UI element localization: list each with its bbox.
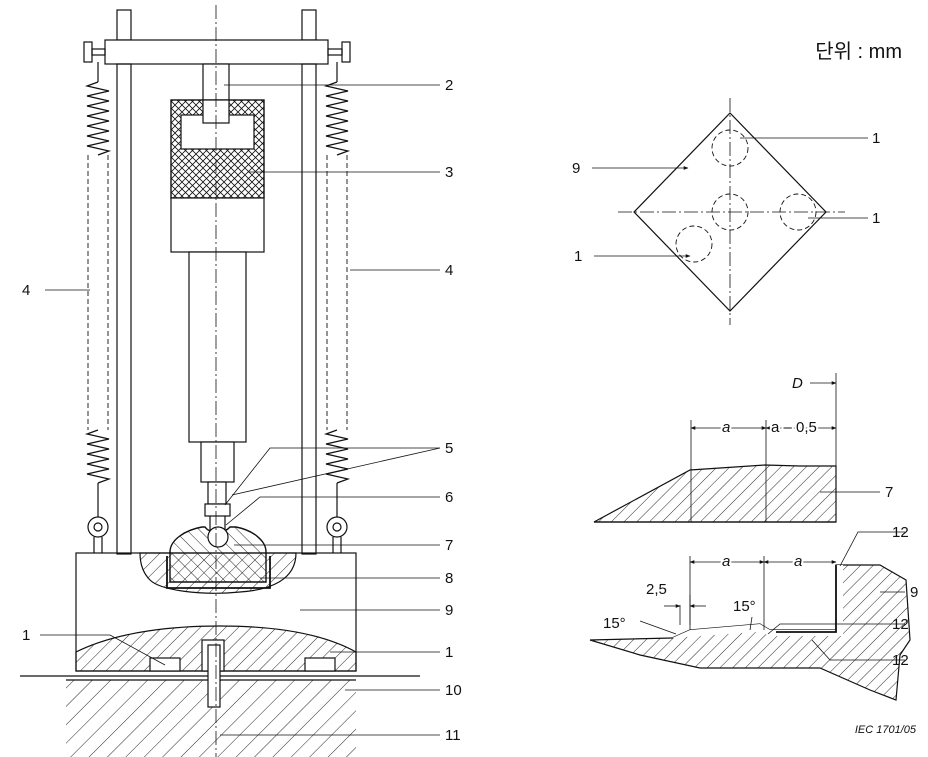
detail-lower	[589, 531, 911, 701]
locating-pin	[207, 644, 221, 708]
callout-4-left: 4	[22, 282, 30, 299]
callout-2: 2	[445, 77, 453, 94]
callout-6: 6	[445, 489, 453, 506]
weight-body	[170, 197, 265, 253]
left-spring	[84, 62, 112, 553]
callout-1-left: 1	[22, 627, 30, 644]
left-post-top	[116, 9, 132, 41]
angle-right: 15°	[733, 598, 756, 615]
callout-4-right: 4	[445, 262, 453, 279]
ball	[207, 526, 229, 548]
crossbar	[104, 39, 329, 65]
diamond-plate	[633, 112, 827, 312]
iec-credit: IEC 1701/05	[855, 724, 917, 736]
detail-holder	[589, 564, 911, 701]
main-apparatus-view	[20, 5, 441, 757]
top-callout-1-upper: 1	[872, 130, 880, 147]
dim-D: D	[792, 375, 803, 392]
detail-callout-12-top: 12	[892, 524, 909, 541]
left-knob	[83, 41, 93, 63]
dim-a-minus: a – 0,5	[771, 419, 817, 436]
top-callout-1-right: 1	[872, 210, 880, 227]
right-spring	[323, 62, 351, 553]
callout-11: 11	[445, 727, 461, 744]
callout-5: 5	[445, 440, 453, 457]
detail-callout-12-mid: 12	[892, 616, 909, 633]
left-column	[116, 63, 132, 555]
callout-1-right: 1	[445, 644, 453, 661]
top-view	[592, 98, 868, 325]
plunger	[188, 251, 247, 443]
units-label: 단위 : mm	[815, 40, 902, 63]
callout-9: 9	[445, 602, 453, 619]
callout-8: 8	[445, 570, 453, 587]
right-column	[301, 63, 317, 555]
right-knob	[341, 41, 351, 63]
top-callout-9: 9	[572, 160, 580, 177]
angle-left: 15°	[603, 615, 626, 632]
dim-2-5: 2,5	[646, 581, 667, 598]
callout-7: 7	[445, 537, 453, 554]
detail-specimen	[593, 464, 837, 523]
dim-a-lower-right: a	[794, 553, 802, 570]
dim-a-upper: a	[722, 419, 730, 436]
detail-callout-12-bottom: 12	[892, 652, 909, 669]
callout-3: 3	[445, 164, 453, 181]
detail-callout-7: 7	[885, 484, 893, 501]
dim-a-lower-left: a	[722, 553, 730, 570]
detail-upper	[593, 373, 880, 523]
callout-10: 10	[445, 682, 462, 699]
top-callout-1-lower: 1	[574, 248, 582, 265]
right-post-top	[301, 9, 317, 41]
detail-callout-9: 9	[910, 584, 918, 601]
